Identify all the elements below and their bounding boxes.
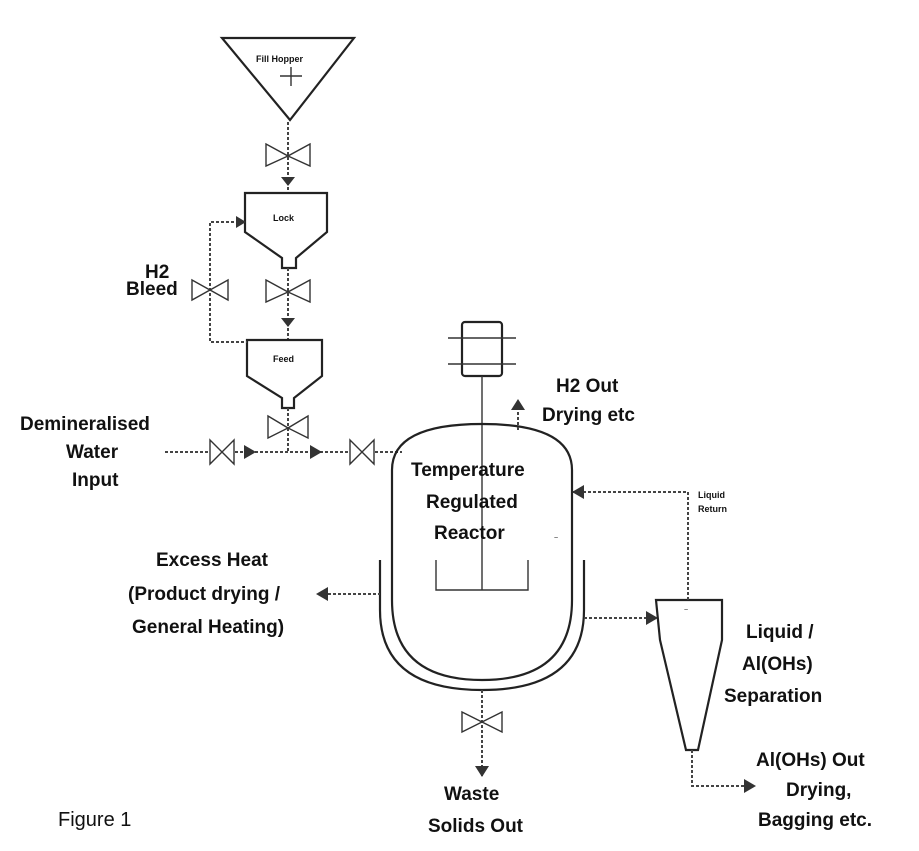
lock-label: Lock (273, 213, 295, 223)
hopper-down-arrow (281, 177, 295, 186)
feed-vessel: Feed (247, 340, 322, 408)
liquid-return-label-1: Liquid (698, 490, 725, 500)
excess-heat-arrow (316, 587, 328, 601)
reactor: ~ Temperature Regulated Reactor (380, 322, 584, 690)
fill-hopper-label: Fill Hopper (256, 54, 303, 64)
waste-arrow (475, 766, 489, 777)
separator: ~ (656, 600, 722, 750)
lock-vessel: Lock (245, 193, 327, 268)
water-arrow-2 (310, 445, 322, 459)
h2-bleed-label-2: Bleed (126, 279, 178, 300)
separation-label-3: Separation (724, 686, 822, 707)
separation-label-2: Al(OHs) (742, 654, 813, 675)
excess-label-3: General Heating) (132, 617, 284, 638)
reactor-label-2: Regulated (426, 492, 518, 513)
excess-label-1: Excess Heat (156, 550, 269, 571)
lock-down-arrow (281, 318, 295, 327)
demin-label-3: Input (72, 470, 119, 491)
figure-label: Figure 1 (58, 809, 131, 831)
excess-label-2: (Product drying / (128, 584, 281, 605)
feed-label: Feed (273, 354, 294, 364)
water-valve-2 (350, 440, 374, 464)
reactor-label-1: Temperature (411, 460, 525, 481)
svg-text:~: ~ (554, 535, 558, 542)
separator-inlet-arrow (646, 611, 658, 625)
liquid-return-arrow (572, 485, 584, 499)
h2-out-label-1: H2 Out (556, 376, 619, 397)
aloh-out-label-2: Drying, (786, 780, 851, 801)
water-valve-1 (210, 440, 234, 464)
aloh-out-label-1: Al(OHs) Out (756, 750, 865, 771)
h2-out-arrow (511, 399, 525, 410)
water-arrow-1 (244, 445, 256, 459)
aloh-out-label-3: Bagging etc. (758, 810, 872, 831)
reactor-label-3: Reactor (434, 523, 505, 544)
svg-text:~: ~ (684, 607, 688, 614)
liquid-return-label-2: Return (698, 504, 727, 514)
demin-label-1: Demineralised (20, 414, 150, 435)
waste-label-1: Waste (444, 784, 499, 805)
separation-label-1: Liquid / (746, 622, 814, 643)
aloh-out-arrow (744, 779, 756, 793)
waste-label-2: Solids Out (428, 816, 524, 837)
liquid-return-line (572, 492, 688, 600)
aloh-out-line (692, 750, 752, 786)
demin-label-2: Water (66, 442, 119, 463)
h2-out-label-2: Drying etc (542, 405, 635, 426)
fill-hopper: Fill Hopper (222, 38, 354, 120)
